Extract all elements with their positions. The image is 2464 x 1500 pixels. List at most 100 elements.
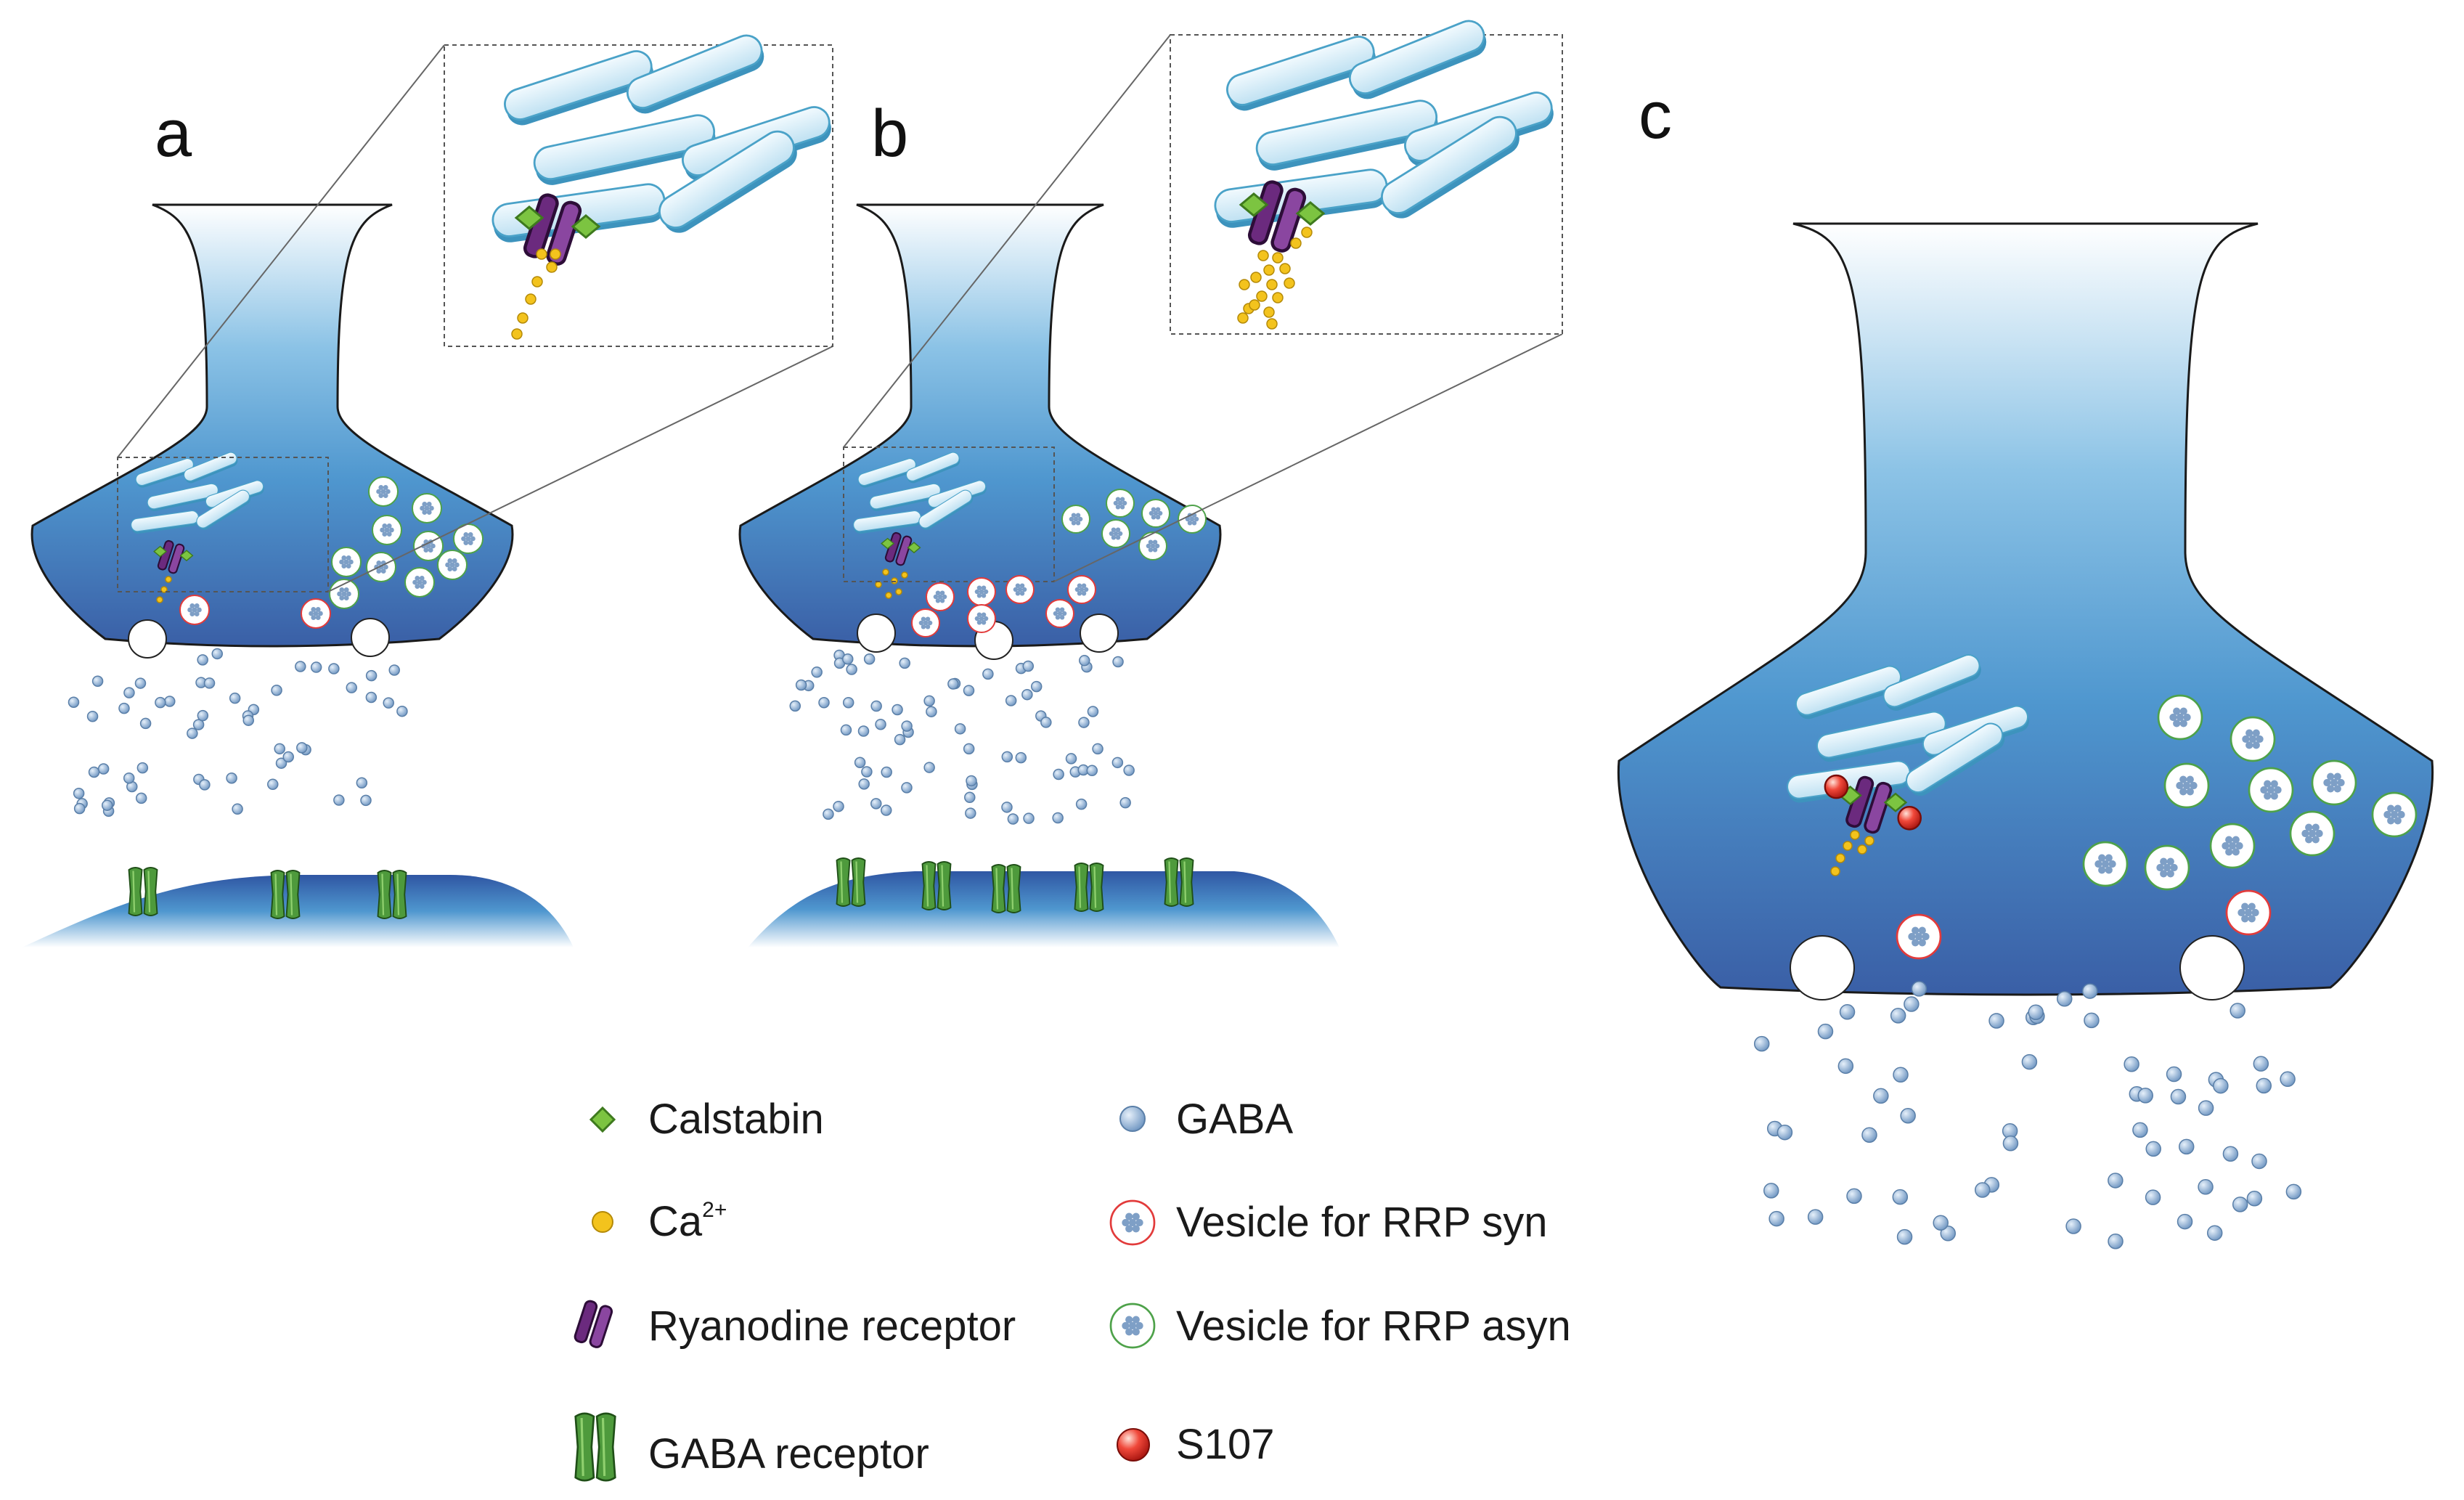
ryanodine-receptor xyxy=(153,539,194,574)
calcium-ion xyxy=(1864,836,1874,846)
vesicle-asyn xyxy=(2371,791,2418,838)
gaba-molecule xyxy=(68,696,80,708)
gaba-molecule xyxy=(2081,983,2098,999)
gaba-molecule xyxy=(310,661,322,673)
gaba-molecule xyxy=(365,669,378,682)
gaba-molecule xyxy=(1001,802,1013,813)
gaba-molecule xyxy=(328,663,340,674)
terminal-body xyxy=(30,203,514,648)
gaba-molecule xyxy=(388,664,400,676)
gaba-molecule xyxy=(2057,990,2073,1007)
gaba-molecule xyxy=(2137,1088,2153,1104)
vesicle-asyn xyxy=(2209,823,2256,869)
gaba-molecule xyxy=(123,772,135,784)
vesicle-syn xyxy=(301,598,331,629)
gaba-molecule xyxy=(1086,765,1098,777)
vesicle-asyn xyxy=(368,476,399,507)
inset-zoom-a xyxy=(117,34,833,592)
calcium-superscript: 2+ xyxy=(702,1198,727,1222)
calcium-ion xyxy=(1237,312,1249,324)
calstabin xyxy=(907,542,921,554)
legend-label-ryanodine: Ryanodine receptor xyxy=(648,1303,1016,1350)
postsynaptic-surface xyxy=(748,871,1339,947)
gaba-molecule xyxy=(1896,1228,1913,1245)
calcium-text: Ca xyxy=(648,1198,703,1245)
calcium-ion xyxy=(1835,853,1845,863)
s107 xyxy=(1824,774,1849,799)
calcium-ion xyxy=(1257,250,1269,261)
gaba-molecule xyxy=(964,791,976,804)
postsynaptic-membrane-b xyxy=(748,857,1339,947)
gaba-receptor xyxy=(1074,863,1104,912)
panel-label-b: b xyxy=(871,97,908,171)
vesicle-asyn xyxy=(1141,499,1170,528)
gaba-molecule xyxy=(2177,1213,2193,1230)
gaba-molecule xyxy=(333,794,345,806)
calcium-ion xyxy=(1857,844,1867,855)
inset-zoom-b xyxy=(843,20,1563,582)
gaba-molecule xyxy=(2021,1053,2038,1070)
vesicle-syn xyxy=(1896,913,1942,960)
vesicle-asyn xyxy=(366,552,396,582)
calcium-ion xyxy=(1279,263,1291,274)
calcium-ion xyxy=(1301,227,1313,238)
gaba-molecule xyxy=(192,719,205,730)
er-cisternae xyxy=(1787,654,2029,803)
gaba-molecule xyxy=(1890,1008,1906,1024)
gaba-molecule xyxy=(1053,768,1064,780)
gaba-molecule xyxy=(2230,1003,2245,1019)
gaba-molecule xyxy=(360,794,372,807)
gaba-molecule xyxy=(1065,753,1077,765)
gaba-molecule xyxy=(2198,1179,2214,1195)
gaba-molecule xyxy=(1861,1127,1877,1143)
vesicle-asyn xyxy=(372,515,402,545)
gaba-molecule xyxy=(365,691,378,704)
vesicle-asyn xyxy=(329,579,359,609)
presynaptic-terminal-b xyxy=(738,203,1222,825)
gaba-molecule xyxy=(1007,813,1019,825)
gaba-molecule xyxy=(282,751,295,763)
vesicle-asyn xyxy=(412,493,442,523)
gaba-molecule xyxy=(1753,1035,1770,1052)
gaba-receptor xyxy=(836,857,866,907)
calcium-ion xyxy=(895,588,902,595)
vesicle-asyn-icon xyxy=(1109,1303,1156,1349)
gaba-molecule xyxy=(901,782,913,794)
gaba-molecule xyxy=(926,706,937,717)
gaba-molecule xyxy=(1040,717,1052,728)
gaba-molecule xyxy=(187,727,198,739)
gaba-molecule xyxy=(2232,1197,2248,1212)
gaba-molecule xyxy=(383,697,394,709)
gaba-molecule xyxy=(854,757,866,768)
gaba-molecule xyxy=(894,733,906,746)
panel-label-a: a xyxy=(155,97,192,171)
gaba-molecule xyxy=(123,687,135,698)
gaba-molecule xyxy=(954,723,966,735)
calcium-ion xyxy=(1284,277,1295,289)
vesicle-asyn xyxy=(331,547,362,577)
calcium-ion xyxy=(885,592,892,599)
gaba-molecule xyxy=(857,725,870,737)
vesicle-asyn xyxy=(413,531,444,561)
gaba-molecule xyxy=(1904,996,1920,1012)
calstabin xyxy=(179,550,194,562)
panel-a xyxy=(22,34,833,947)
gaba-receptor-icon xyxy=(574,1412,616,1482)
gaba-molecule xyxy=(197,709,209,722)
gaba-molecule xyxy=(923,695,935,707)
vesicle-syn xyxy=(1005,575,1035,604)
gaba-molecule xyxy=(2170,1088,2187,1105)
gaba-molecule xyxy=(842,653,854,665)
vesicle-asyn xyxy=(2082,841,2129,887)
vesicle-asyn xyxy=(453,523,484,554)
panel-b xyxy=(738,20,1563,947)
gaba-molecule xyxy=(2251,1153,2267,1170)
terminal-body xyxy=(1617,222,2434,996)
calstabin xyxy=(1883,792,1908,812)
gaba-molecule xyxy=(1807,1209,1824,1225)
gaba-molecule xyxy=(266,778,279,791)
calcium-ion xyxy=(511,328,523,340)
zoom-connector xyxy=(1053,333,1563,582)
gaba-molecule xyxy=(118,702,130,714)
